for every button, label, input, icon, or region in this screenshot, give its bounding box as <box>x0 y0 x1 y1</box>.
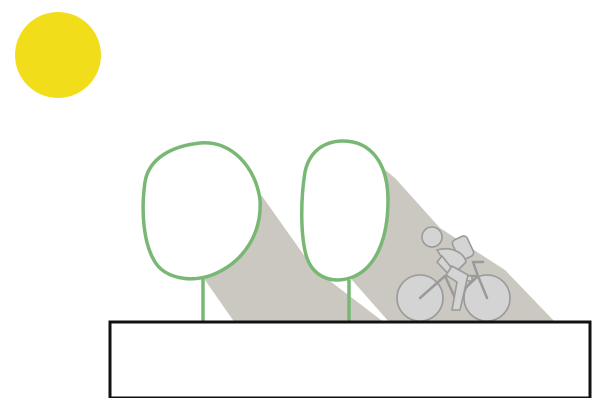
tree-canopy <box>302 141 388 280</box>
sun-icon <box>15 12 101 98</box>
cyclist-head <box>422 227 442 247</box>
ground-platform <box>110 322 590 398</box>
